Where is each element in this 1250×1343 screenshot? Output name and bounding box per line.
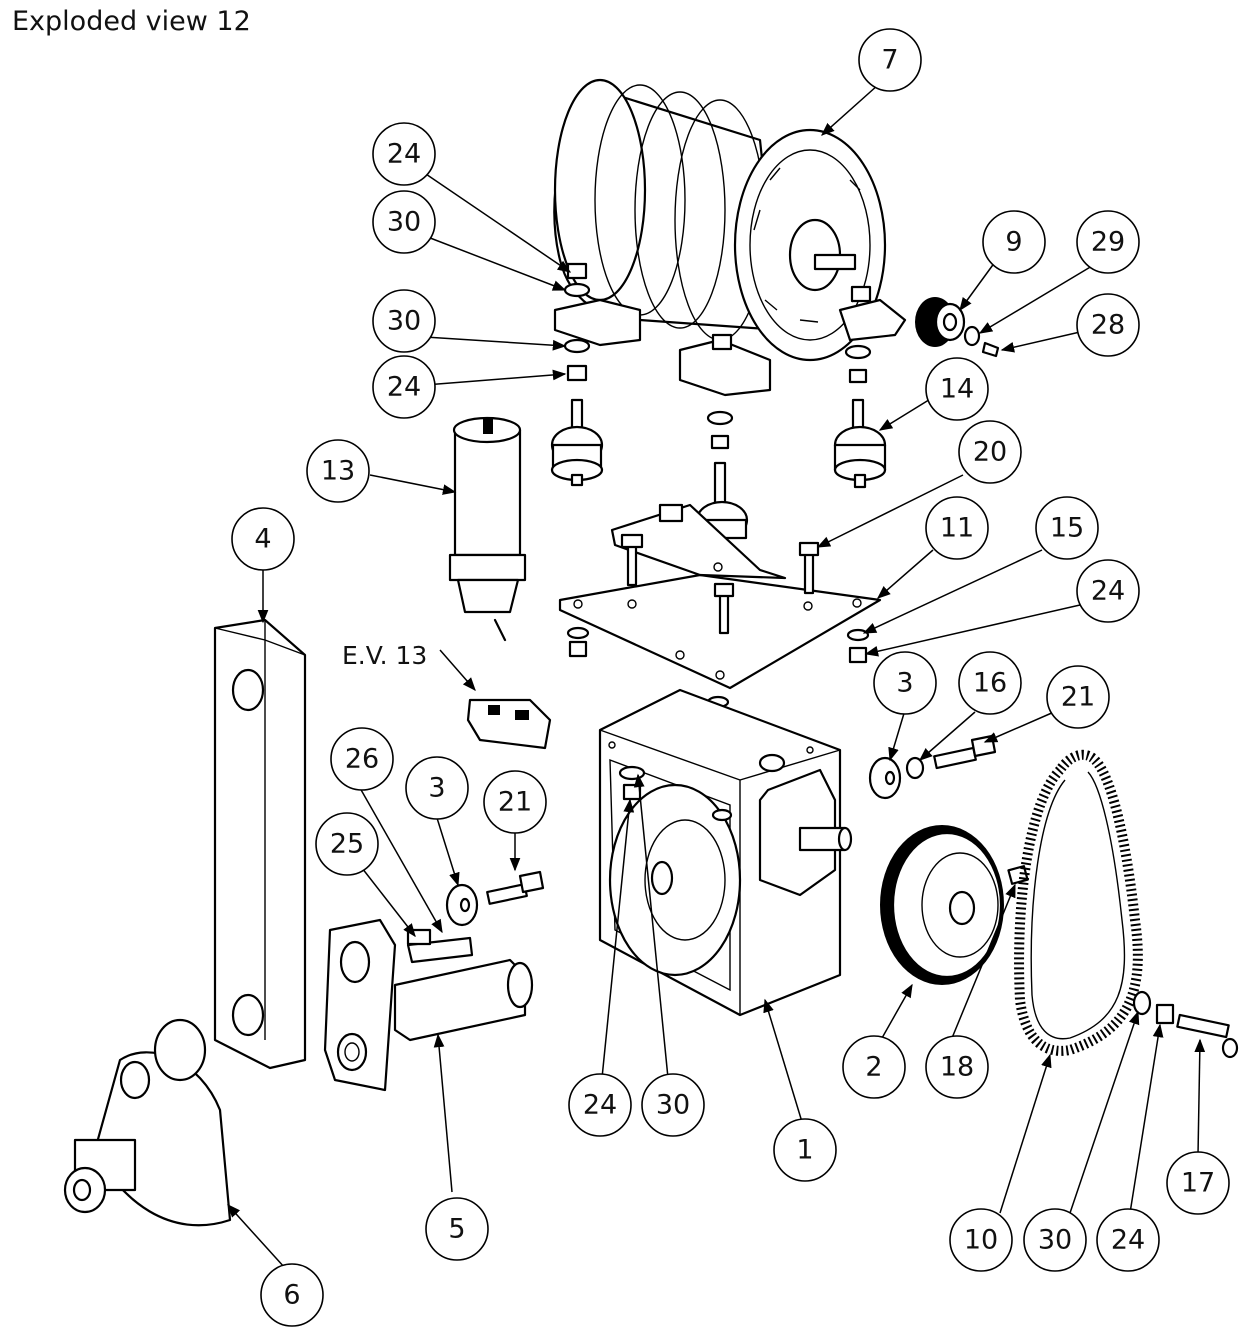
svg-text:3: 3 [428,773,445,804]
svg-text:9: 9 [1005,227,1022,258]
balloon-24: 24 [568,1073,632,1137]
balloon-13: 13 [306,439,370,503]
idler-part-3-right [868,734,997,800]
svg-text:28: 28 [1091,310,1125,341]
svg-text:24: 24 [1111,1225,1145,1256]
balloon-10: 10 [949,1208,1013,1272]
svg-text:25: 25 [330,829,364,860]
svg-text:5: 5 [448,1214,465,1245]
motor-plate-part-11 [558,503,882,728]
svg-text:4: 4 [254,524,271,555]
svg-text:21: 21 [498,787,532,818]
balloon-3: 3 [873,651,937,715]
svg-text:7: 7 [881,45,898,76]
svg-text:2: 2 [865,1052,882,1083]
balloon-24: 24 [1076,559,1140,623]
svg-text:24: 24 [583,1090,617,1121]
svg-text:24: 24 [387,139,421,170]
svg-text:10: 10 [964,1225,998,1256]
balloon-4: 4 [231,507,295,571]
balloon-30: 30 [641,1073,705,1137]
balloon-29: 29 [1076,210,1140,274]
belt-part-10 [1014,749,1143,1056]
svg-text:16: 16 [973,668,1007,699]
balloon-5: 5 [425,1197,489,1261]
svg-text:20: 20 [973,437,1007,468]
hub-cover-part-6 [63,1018,232,1227]
svg-text:13: 13 [321,456,355,487]
balloon-7: 7 [858,28,922,92]
leader-lines [227,84,1206,1269]
link-bar-part-4 [213,618,307,1070]
switch-component-ev13 [466,698,552,750]
svg-text:30: 30 [387,306,421,337]
balloon-9: 9 [982,210,1046,274]
svg-text:1: 1 [796,1135,813,1166]
svg-text:15: 15 [1050,513,1084,544]
balloon-15: 15 [1035,496,1099,560]
gearbox-part-1 [598,688,853,1017]
capacitor-part-13 [448,416,527,642]
balloon-18: 18 [925,1035,989,1099]
motor-pulley-part-9 [915,297,1000,358]
balloon-21: 21 [1046,665,1110,729]
svg-text:3: 3 [896,668,913,699]
balloon-11: 11 [925,496,989,560]
svg-text:21: 21 [1061,682,1095,713]
svg-text:29: 29 [1091,227,1125,258]
balloon-24: 24 [1096,1208,1160,1272]
svg-text:26: 26 [345,744,379,775]
balloon-17: 17 [1166,1151,1230,1215]
svg-text:14: 14 [940,374,974,405]
idler-part-3-left [445,870,545,927]
svg-text:30: 30 [1038,1225,1072,1256]
balloon-16: 16 [958,651,1022,715]
balloon-24: 24 [372,122,436,186]
svg-text:30: 30 [387,207,421,238]
svg-text:30: 30 [656,1090,690,1121]
balloon-24: 24 [372,355,436,419]
svg-text:24: 24 [1091,576,1125,607]
balloon-25: 25 [315,812,379,876]
balloon-26: 26 [330,727,394,791]
balloon-6: 6 [260,1263,324,1327]
svg-text:24: 24 [387,372,421,403]
svg-text:11: 11 [940,513,974,544]
balloon-30: 30 [1023,1208,1087,1272]
balloon-28: 28 [1076,293,1140,357]
belt-tensioner-fasteners [1132,990,1239,1059]
balloon-30: 30 [372,289,436,353]
gear-pulley-part-2 [880,825,1029,985]
svg-text:18: 18 [940,1052,974,1083]
balloon-14: 14 [925,357,989,421]
page-title: Exploded view 12 [12,6,251,37]
balloon-20: 20 [958,420,1022,484]
balloon-1: 1 [773,1118,837,1182]
svg-text:17: 17 [1181,1168,1215,1199]
arm-shaft-part-5 [323,918,534,1092]
balloon-3: 3 [405,756,469,820]
svg-text:6: 6 [283,1280,300,1311]
balloon-30: 30 [372,190,436,254]
ev13-reference-label: E.V. 13 [342,641,427,670]
balloon-2: 2 [842,1035,906,1099]
balloon-21: 21 [483,770,547,834]
